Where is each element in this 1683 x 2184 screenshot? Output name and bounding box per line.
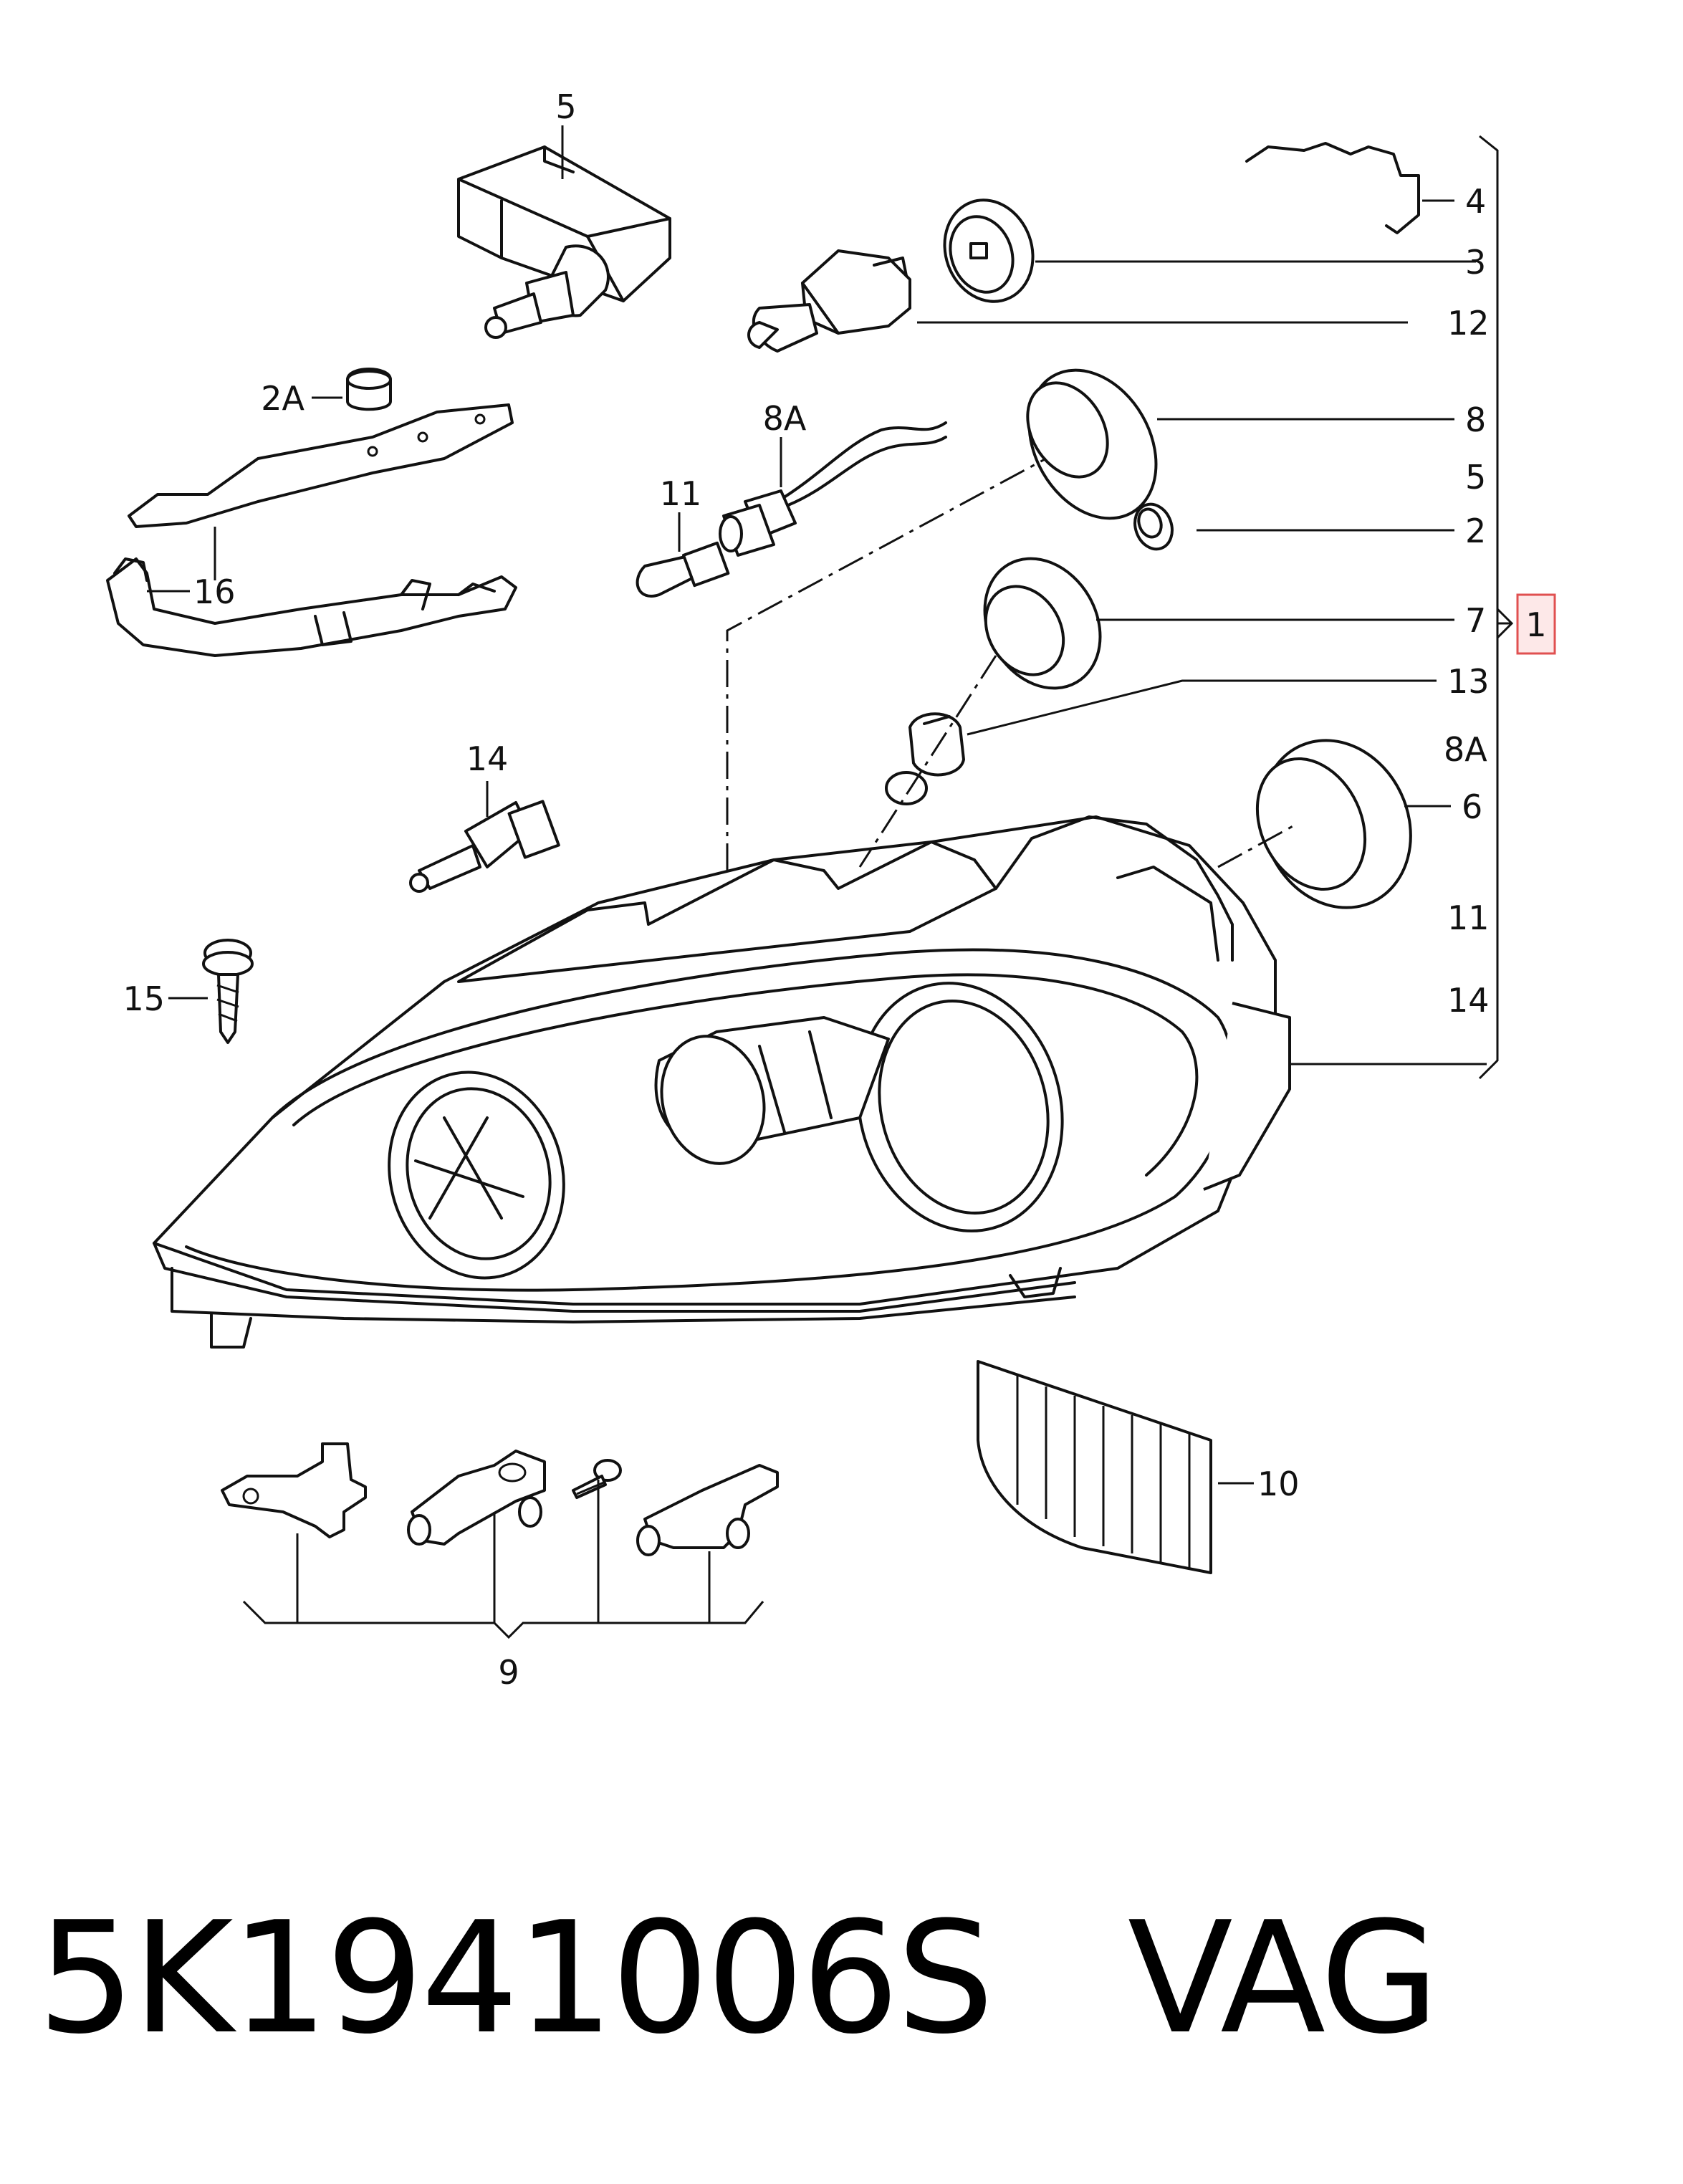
callout-labels: 5 2A 16 8A 11 14 15 4 3 12 8 5 2 7 13 8A…	[123, 87, 1556, 1692]
part-4-wire-clip	[1245, 142, 1420, 234]
part-8A-harness	[719, 421, 947, 557]
callout-12: 12	[1447, 304, 1490, 343]
callout-14-list: 14	[1447, 981, 1490, 1020]
callout-8A-top: 8A	[763, 399, 807, 438]
callout-4: 4	[1465, 182, 1486, 221]
part-2-small-cap	[1133, 502, 1174, 551]
callout-7: 7	[1465, 601, 1486, 640]
callout-10: 10	[1257, 1465, 1300, 1503]
part-13-bulb	[885, 712, 965, 805]
callout-6: 6	[1462, 787, 1482, 826]
callout-3: 3	[1465, 243, 1486, 282]
callout-11-list: 11	[1447, 899, 1490, 937]
part-14-bulb-socket	[409, 800, 560, 893]
callout-8: 8	[1465, 401, 1486, 439]
alignment-dash-lines	[726, 457, 1298, 871]
part-number-caption: 5K1941006S VAG	[37, 1884, 1649, 2071]
callout-5-top: 5	[555, 87, 576, 126]
part-15-screw	[202, 939, 254, 1044]
part-16-bracket	[106, 403, 517, 657]
part-2A-plug	[346, 368, 392, 411]
callout-2A: 2A	[261, 379, 305, 418]
part-1-headlight-housing	[153, 815, 1291, 1349]
callout-16: 16	[193, 573, 236, 611]
part-5-range-motor	[457, 145, 671, 339]
callout-5-list: 5	[1465, 458, 1486, 497]
part-11-small-bulb	[636, 541, 730, 598]
part-12-bulb	[747, 249, 911, 353]
part-7-cap	[983, 557, 1102, 690]
part-10-insert	[977, 1360, 1212, 1574]
brand-name: VAG	[1127, 1887, 1439, 2068]
callout-1-highlight: 1	[1516, 593, 1556, 655]
callout-11-top: 11	[660, 474, 702, 513]
part-8-cap	[1026, 368, 1158, 520]
callout-14-top: 14	[466, 739, 509, 778]
part-9-brackets	[221, 1442, 779, 1556]
part-6-cap	[1255, 739, 1412, 909]
callout-13: 13	[1447, 662, 1490, 701]
part-number: 5K1941006S	[37, 1887, 994, 2068]
part-3-socket-ring	[943, 198, 1035, 303]
callout-8A-list: 8A	[1444, 730, 1487, 769]
callout-2: 2	[1465, 512, 1486, 550]
callout-1: 1	[1525, 605, 1546, 644]
callout-9: 9	[498, 1653, 519, 1692]
exploded-parts-diagram: 5 2A 16 8A 11 14 15 4 3 12 8 5 2 7 13 8A…	[106, 87, 1556, 1692]
leader-lines	[147, 125, 1514, 1639]
callout-15: 15	[123, 980, 165, 1018]
